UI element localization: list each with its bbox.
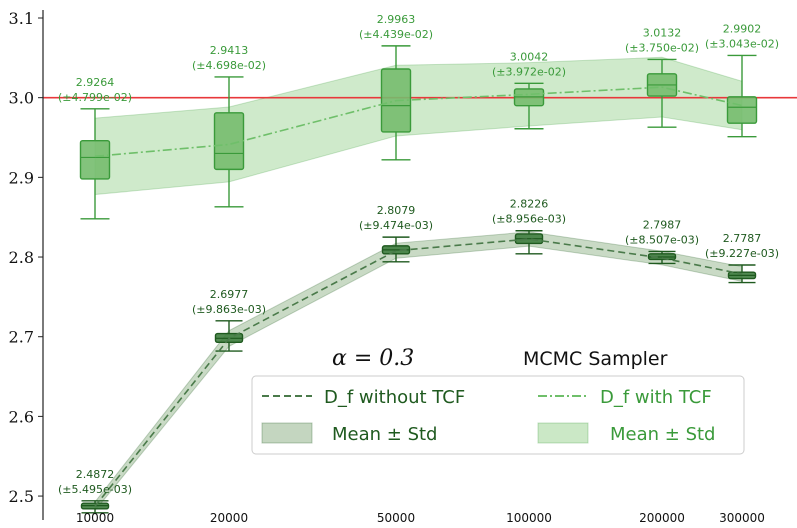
data-labels: 2.9264 (±4.799e-02) 2.9413 (±4.698e-02) 2.99… — [58, 13, 779, 496]
axes: 2.5 2.6 2.7 2.8 2.9 3.0 3.1 10000 20000 50000 1000… — [9, 9, 765, 525]
box-with-tcf-300000 — [726, 54, 758, 138]
std-label-without-tcf-200000: (±8.507e-03) — [625, 233, 699, 246]
mean-label-without-tcf-10000: 2.4872 — [76, 468, 115, 481]
legend-with-tcf-label: D_f with TCF — [600, 387, 712, 408]
std-label-with-tcf-200000: (±3.750e-02) — [625, 41, 699, 54]
x-tick-label: 10000 — [76, 511, 114, 525]
mean-label-without-tcf-200000: 2.7987 — [643, 218, 682, 231]
std-band-with-tcf — [94, 56, 743, 196]
box-without-tcf-300000 — [727, 264, 757, 284]
legend-without-tcf-band-swatch — [261, 422, 313, 444]
alpha-annotation: α = 0.3 — [332, 346, 414, 371]
std-label-with-tcf-300000: (±3.043e-02) — [705, 37, 779, 50]
mean-label-with-tcf-20000: 2.9413 — [210, 44, 249, 57]
mean-label-with-tcf-50000: 2.9963 — [377, 13, 416, 26]
std-label-with-tcf-100000: (±3.972e-02) — [492, 65, 566, 78]
mean-label-without-tcf-20000: 2.6977 — [210, 288, 249, 301]
std-label-without-tcf-100000: (±8.956e-03) — [492, 213, 566, 226]
std-label-with-tcf-20000: (±4.698e-02) — [192, 59, 266, 72]
std-band-without-tcf — [94, 231, 743, 513]
x-tick-label: 50000 — [377, 511, 415, 525]
std-label-without-tcf-50000: (±9.474e-03) — [359, 219, 433, 232]
mean-label-with-tcf-100000: 3.0042 — [510, 50, 549, 63]
x-tick-label: 100000 — [506, 511, 552, 525]
y-tick-label: 2.8 — [9, 248, 34, 267]
mean-lines — [94, 86, 743, 507]
mean-label-with-tcf-300000: 2.9902 — [723, 22, 762, 35]
y-tick-label: 3.0 — [9, 89, 34, 108]
y-tick-label: 2.7 — [9, 328, 34, 347]
std-label-with-tcf-50000: (±4.439e-02) — [359, 28, 433, 41]
y-tick-label: 2.9 — [9, 168, 34, 187]
box-iqr — [726, 96, 758, 124]
x-tick-label: 300000 — [719, 511, 765, 525]
y-tick-label: 3.1 — [9, 9, 34, 28]
std-label-without-tcf-300000: (±9.227e-03) — [705, 247, 779, 260]
box-without-tcf-100000 — [514, 230, 544, 255]
legend-with-tcf-band-swatch — [537, 422, 589, 444]
legend: D_f without TCF D_f with TCF Mean ± Std … — [251, 375, 745, 455]
mean-label-with-tcf-200000: 3.0132 — [643, 26, 682, 39]
x-tick-label: 200000 — [639, 511, 685, 525]
box-without-tcf-50000 — [381, 236, 411, 263]
box-iqr — [213, 112, 245, 171]
mean-line-without-tcf — [94, 238, 743, 507]
mean-label-without-tcf-300000: 2.7787 — [723, 232, 762, 245]
std-label-without-tcf-10000: (±5.495e-03) — [58, 483, 132, 496]
mean-label-without-tcf-50000: 2.8079 — [377, 204, 416, 217]
y-tick-label: 2.5 — [9, 487, 34, 506]
box-with-tcf-100000 — [513, 82, 545, 130]
legend-with-tcf-band-label: Mean ± Std — [610, 424, 715, 445]
box-iqr — [79, 140, 111, 180]
mean-label-with-tcf-10000: 2.9264 — [76, 76, 115, 89]
box-with-tcf-200000 — [646, 58, 678, 128]
box-with-tcf-10000 — [79, 108, 111, 220]
sampler-annotation: MCMC Sampler — [523, 348, 668, 370]
legend-frame — [251, 375, 745, 455]
y-tick-label: 2.6 — [9, 407, 34, 426]
std-label-without-tcf-20000: (±9.863e-03) — [192, 303, 266, 316]
legend-without-tcf-label: D_f without TCF — [324, 387, 465, 408]
box-with-tcf-20000 — [213, 76, 245, 208]
mean-label-without-tcf-100000: 2.8226 — [510, 198, 549, 211]
legend-without-tcf-band-label: Mean ± Std — [332, 424, 437, 445]
box-without-tcf-200000 — [647, 250, 677, 265]
std-label-with-tcf-10000: (±4.799e-02) — [58, 91, 132, 104]
x-tick-label: 20000 — [210, 511, 248, 525]
